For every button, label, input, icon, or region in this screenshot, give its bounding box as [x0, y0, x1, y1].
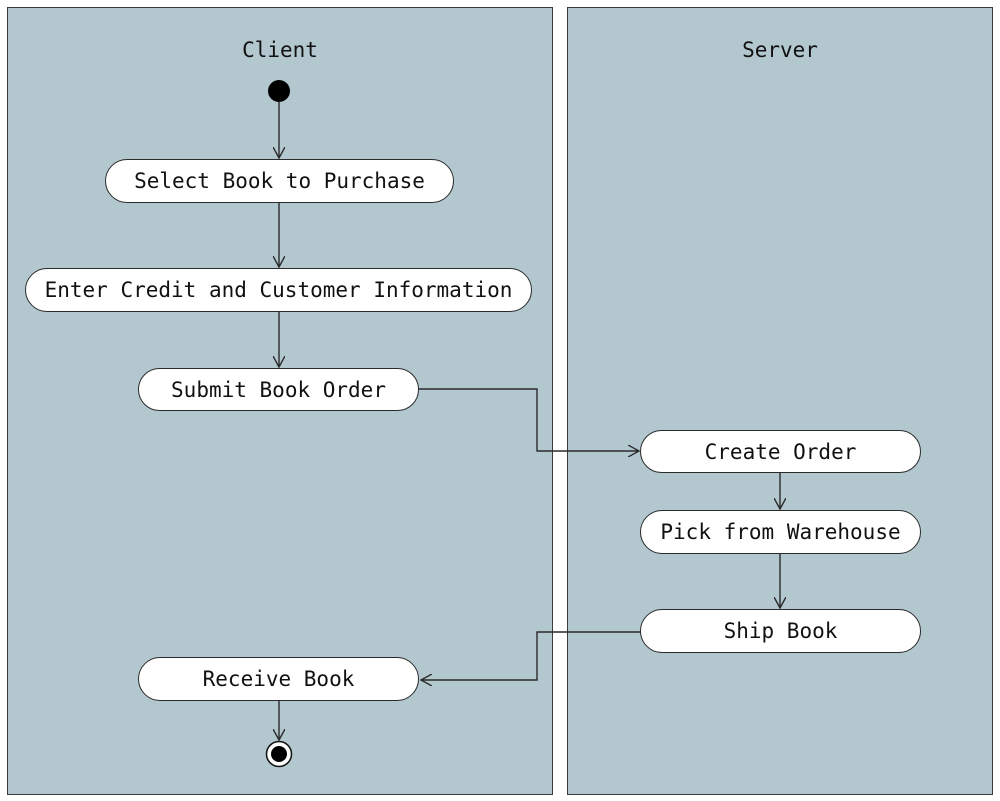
activity-pick-warehouse: Pick from Warehouse: [640, 510, 921, 554]
edge-submit-to-create: [418, 388, 639, 451]
swimlane-server: Server: [567, 7, 993, 795]
activity-enter-credit-info: Enter Credit and Customer Information: [25, 268, 532, 312]
swimlane-title-client: Client: [242, 38, 318, 62]
activity-create-order: Create Order: [640, 430, 921, 473]
final-node-inner: [271, 746, 287, 762]
edge-ship-to-receive: [421, 631, 641, 680]
activity-submit-order: Submit Book Order: [138, 368, 419, 411]
activity-ship-book: Ship Book: [640, 609, 921, 653]
initial-node: [268, 80, 290, 102]
activity-select-book: Select Book to Purchase: [105, 159, 454, 203]
swimlane-title-server: Server: [742, 38, 818, 62]
activity-receive-book: Receive Book: [138, 657, 419, 701]
